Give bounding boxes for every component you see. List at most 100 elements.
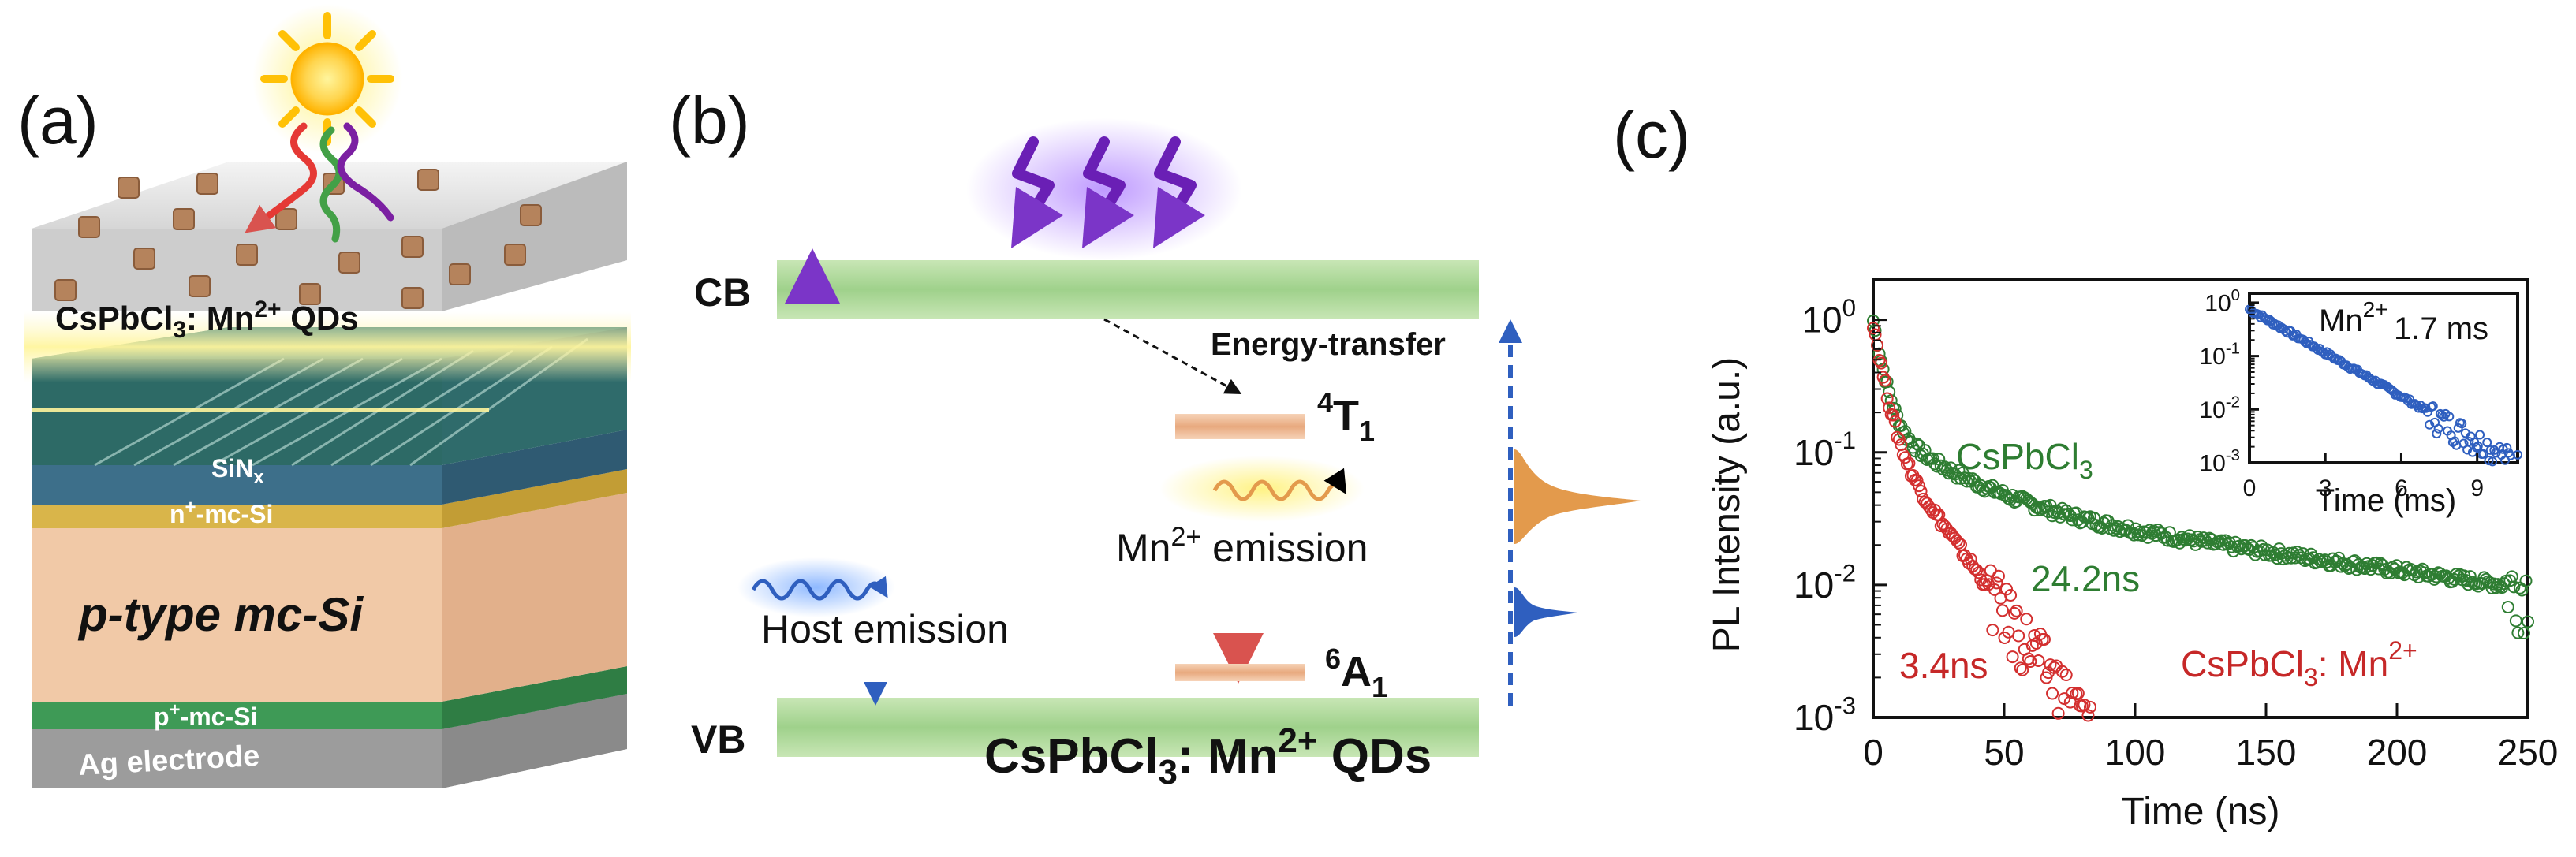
x-tick-label: 150 (2236, 732, 2297, 773)
data-point (2517, 627, 2530, 640)
data-point (2509, 614, 2522, 628)
light-rays (245, 122, 394, 243)
host-emission-peak (1514, 587, 1577, 637)
data-point (2059, 669, 2073, 682)
data-point (1887, 408, 1900, 422)
layer-ptype (32, 493, 627, 702)
glow-band (24, 311, 631, 382)
data-point (1883, 401, 1896, 415)
data-point (2433, 423, 2443, 434)
series-red-label: CsPbCl3: Mn2+ (2181, 636, 2417, 691)
data-point (2492, 578, 2505, 591)
data-point (1875, 356, 1888, 370)
y-tick-label: 10-3 (1794, 691, 1856, 738)
data-point (2107, 524, 2121, 537)
data-point (1879, 374, 1892, 387)
x-tick-label: 50 (1984, 732, 2024, 773)
y-tick-label: 100 (1801, 294, 1856, 341)
data-point (2502, 442, 2512, 453)
data-point (1986, 624, 1999, 637)
data-point (2464, 437, 2474, 447)
red-lifetime-label: 3.4ns (1899, 645, 1988, 686)
data-point (2417, 566, 2431, 579)
main-xlabel: Time (ns) (2122, 791, 2280, 833)
data-point (1869, 324, 1882, 337)
data-point (1913, 479, 1926, 493)
layer-ag-electrode (32, 694, 627, 788)
sinx-label: SiNx (211, 454, 264, 488)
data-point (1910, 474, 1924, 487)
energy-transfer-arrow (1103, 318, 1242, 395)
inset-plot-points (2245, 304, 2522, 467)
panel-b: (b) CB VB Host emission Energy-transf (669, 84, 1641, 792)
data-point (2050, 504, 2063, 517)
data-point (2149, 529, 2163, 542)
panel-b-bottom-label: CsPbCl3: Mn2+ QDs (984, 721, 1432, 792)
data-point (1880, 392, 1894, 405)
pplus-label: p+-mc-Si (154, 699, 257, 731)
y-tick-label: 10-1 (1794, 427, 1856, 473)
level-6a1 (1175, 664, 1305, 681)
data-point (1902, 456, 1916, 470)
data-point (2457, 419, 2467, 429)
data-point (1910, 437, 1924, 450)
layer-pplus (32, 666, 627, 729)
y-tick-label: 10-2 (1794, 559, 1856, 605)
data-point (1917, 492, 1930, 505)
data-point (2075, 699, 2089, 713)
data-point (1883, 386, 1896, 399)
data-point (2000, 490, 2014, 503)
y-tick-label: 10-3 (2199, 447, 2240, 477)
inset-background (2249, 293, 2518, 463)
data-point (1867, 322, 1880, 335)
panel-b-label: (b) (669, 84, 750, 158)
data-point (1952, 536, 1966, 550)
conduction-band (777, 260, 1479, 319)
data-point (1934, 520, 1947, 533)
x-tick-label: 0 (1863, 732, 1883, 773)
mn-emission-label: Mn2+ emission (1116, 522, 1368, 570)
data-point (2384, 566, 2397, 579)
data-point (1972, 566, 1985, 579)
data-point (2485, 445, 2496, 455)
data-point (2511, 626, 2525, 639)
data-point (2519, 574, 2533, 587)
data-point (2475, 577, 2488, 591)
ptype-label: p-type mc-Si (77, 588, 364, 641)
data-point (2425, 419, 2435, 430)
vb-label: VB (691, 717, 745, 762)
data-point (2500, 455, 2511, 465)
data-point (2488, 456, 2498, 467)
x-tick-label: 100 (2105, 732, 2166, 773)
cb-label: CB (694, 270, 751, 315)
data-point (1984, 564, 1997, 577)
layer-sinx (32, 430, 627, 505)
y-tick-label: 100 (2205, 287, 2240, 317)
data-point (1888, 415, 1902, 428)
data-point (2513, 449, 2522, 460)
x-tick-label: 6 (2395, 475, 2408, 501)
data-point (2022, 494, 2035, 507)
inset-xlabel: Time (ms) (2316, 483, 2456, 518)
data-point (1995, 604, 2009, 617)
green-lifetime-label: 24.2ns (2031, 558, 2140, 599)
data-point (2501, 601, 2514, 614)
data-point (2475, 430, 2485, 440)
nplus-label: n+-mc-Si (170, 497, 273, 528)
qd-layer-label: CsPbCl3: Mn2+ QDs (55, 296, 359, 343)
data-point (2046, 687, 2059, 700)
data-point (2051, 706, 2065, 720)
data-point (1944, 461, 1958, 475)
data-point (2048, 661, 2061, 674)
y-tick-label: 10-2 (2199, 393, 2240, 423)
mn-emission-peak (1514, 449, 1641, 544)
inset-lifetime-label: 1.7 ms (2394, 311, 2488, 346)
data-point (1926, 452, 1939, 465)
main-ylabel: PL Intensity (a.u.) (1706, 357, 1748, 652)
x-tick-label: 250 (2498, 732, 2559, 773)
data-point (2014, 661, 2027, 675)
mn-emission-wave (1159, 456, 1365, 522)
data-point (2261, 314, 2271, 324)
x-tick-label: 3 (2319, 475, 2332, 501)
data-point (1962, 471, 1976, 485)
